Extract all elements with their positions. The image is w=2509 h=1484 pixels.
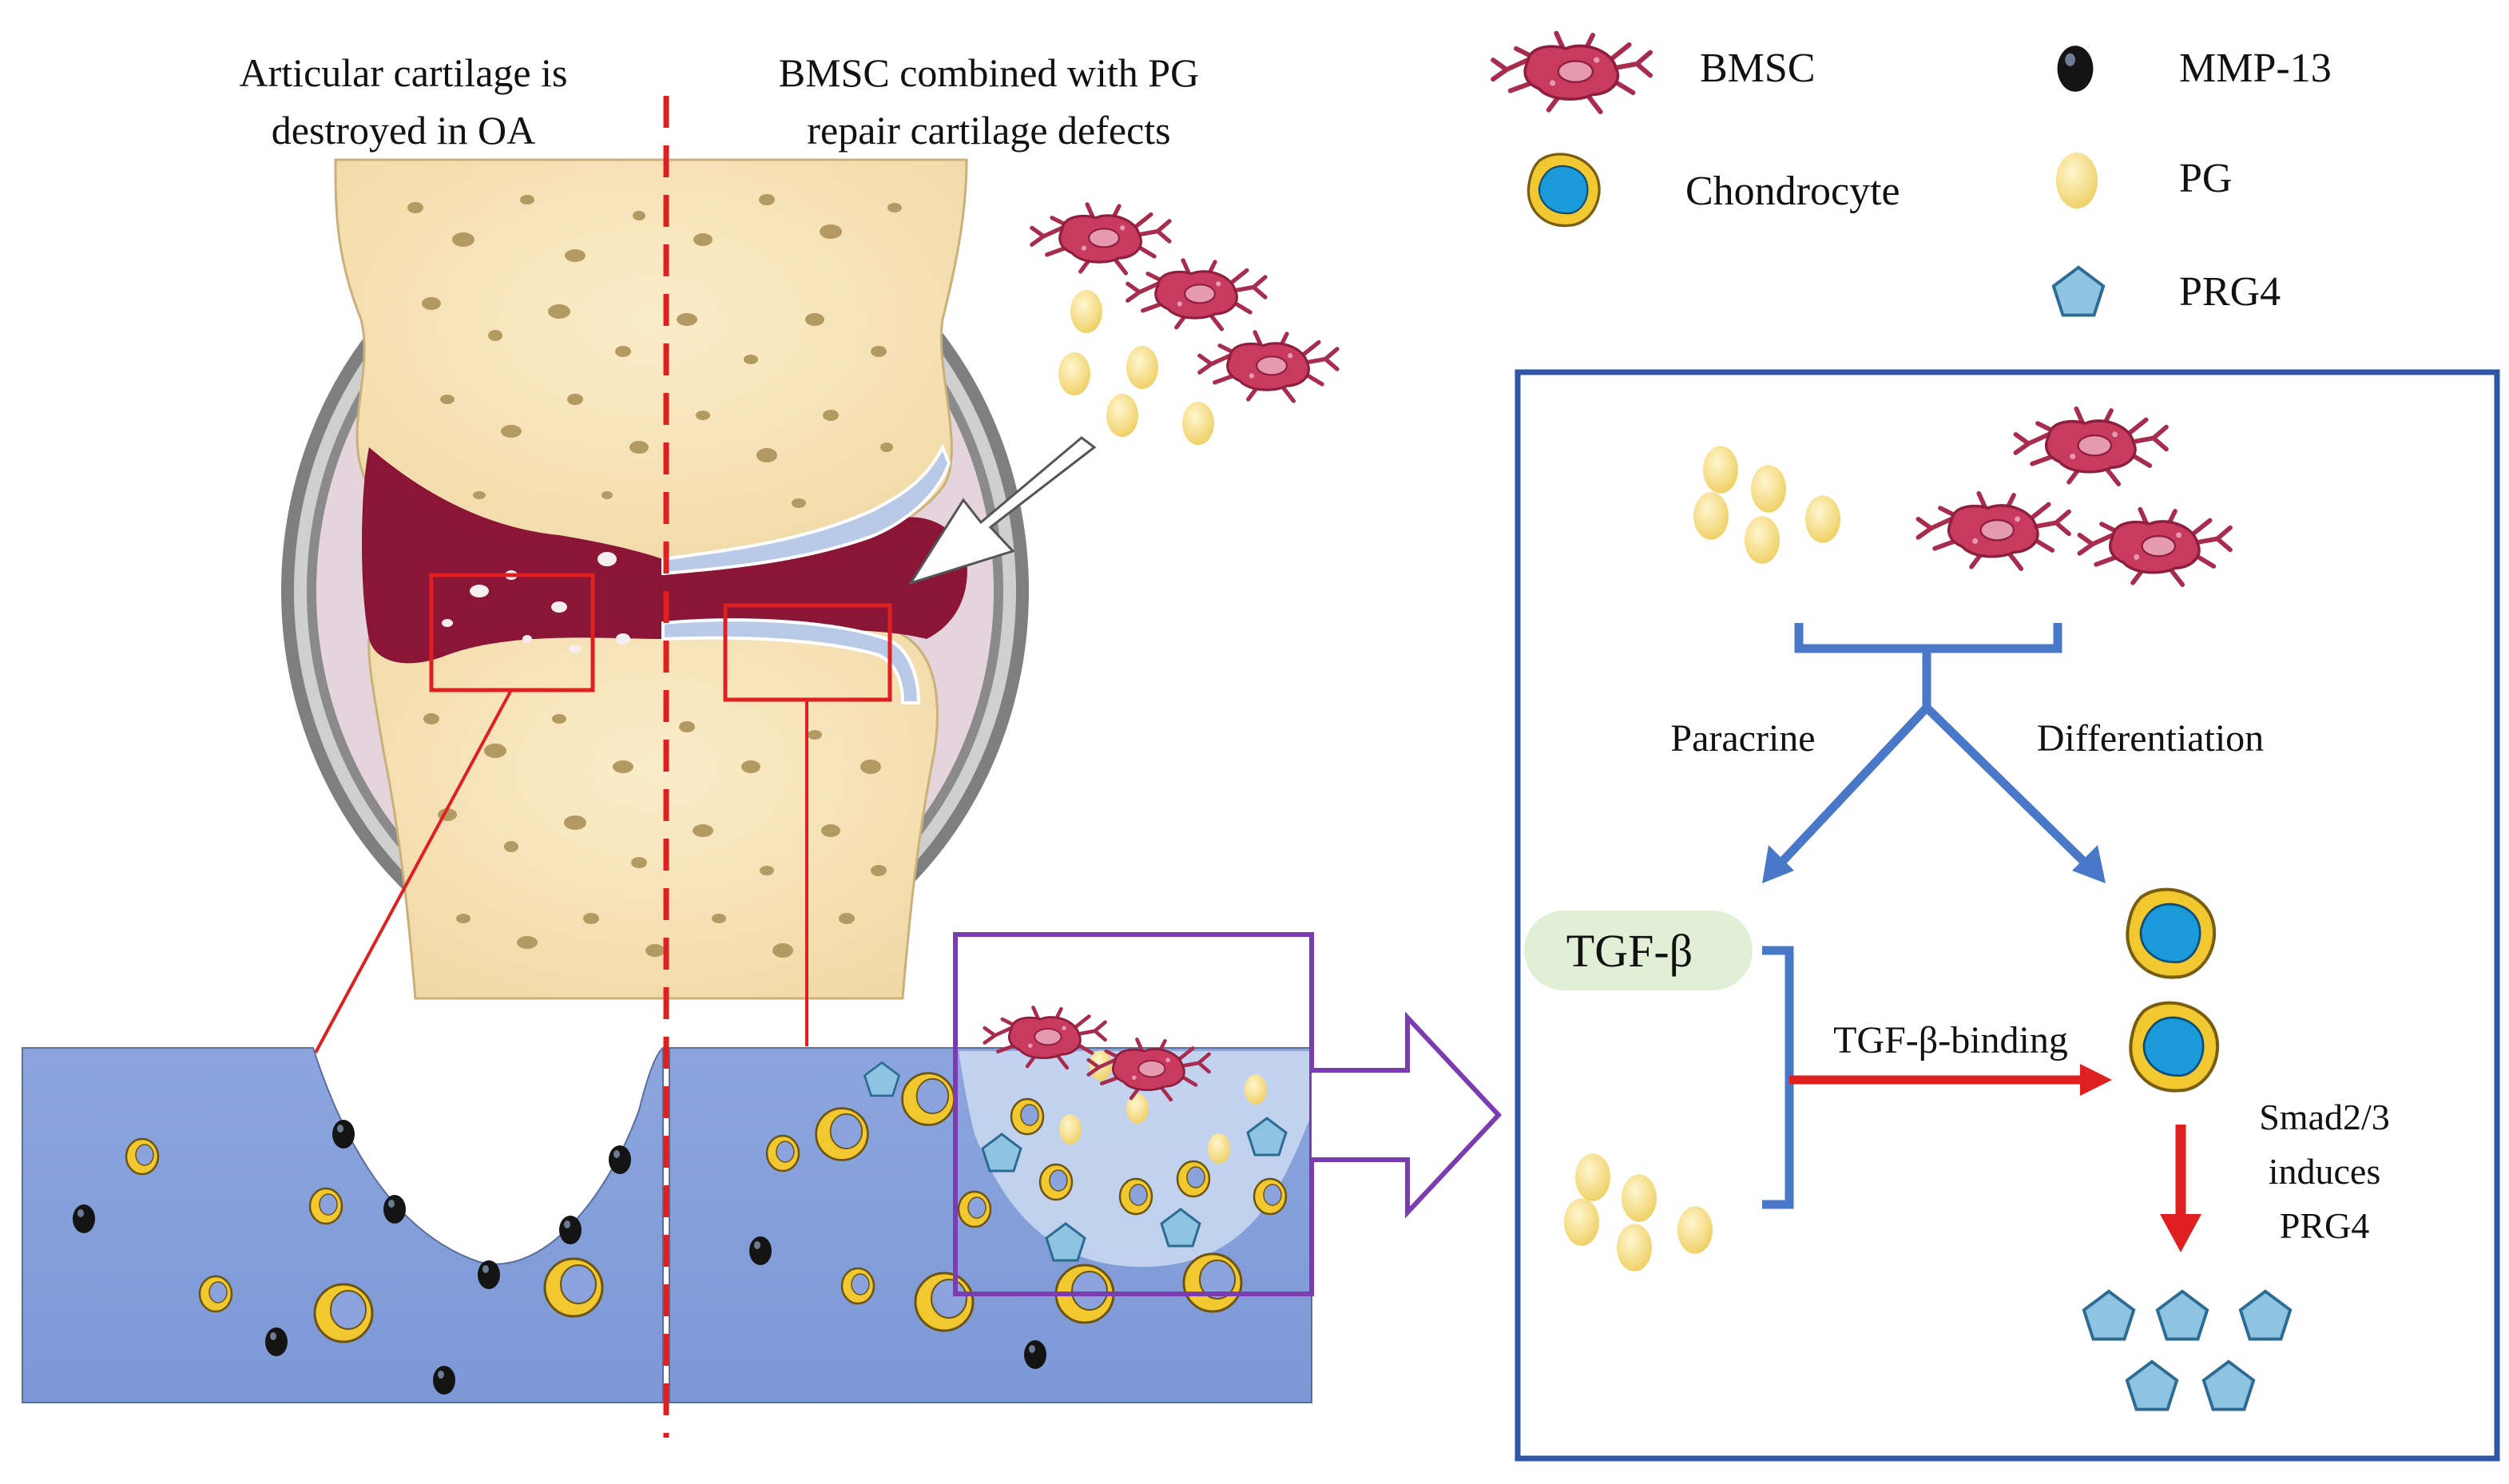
inflamed-joint-space	[362, 447, 967, 664]
legend-label-bmsc: BMSC	[1700, 46, 1816, 91]
legend-bmsc-icon	[1493, 34, 1650, 112]
chondrocyte-lower	[2130, 1003, 2217, 1091]
damaged-region-box	[429, 573, 595, 692]
injection-arrow	[907, 436, 1097, 585]
paracrine-label: Paracrine	[1670, 717, 1815, 760]
legend-label-chondrocyte: Chondrocyte	[1685, 169, 1900, 214]
smad-line1: Smad2/3	[2259, 1097, 2390, 1137]
legend-label-mmp13: MMP-13	[2179, 46, 2332, 91]
smad-line2: induces	[2269, 1151, 2381, 1192]
differentiation-arrow-shaft	[1923, 704, 2088, 866]
zoom-arrow	[1312, 1011, 1503, 1219]
filled-defect	[959, 1051, 1310, 1268]
title-repair-line1: BMSC combined with PG	[779, 50, 1199, 95]
title-oa-line2: destroyed in OA	[272, 108, 536, 153]
paracrine-arrowhead	[1762, 845, 1794, 883]
chondrocyte-upper	[2127, 890, 2214, 978]
left-panel-titles: Articular cartilage is destroyed in OA B…	[240, 50, 1200, 153]
injected-bmsc-pg	[1032, 204, 1337, 445]
legend-label-pg: PG	[2179, 156, 2232, 201]
tgf-binding-label: TGF-β-binding	[1833, 1019, 2068, 1061]
zoom-line-oa	[314, 689, 513, 1053]
legend-mmp13-icon	[2057, 46, 2094, 92]
smad-arrowhead	[2160, 1214, 2201, 1252]
smad-text: Smad2/3 induces PRG4	[2259, 1097, 2390, 1246]
legend-prg4-icon	[2051, 265, 2106, 317]
differentiation-label: Differentiation	[2037, 717, 2264, 760]
paracrine-arrow-shaft	[1777, 704, 1931, 866]
title-repair-line2: repair cartilage defects	[807, 108, 1170, 153]
smad-line3: PRG4	[2280, 1205, 2369, 1246]
tgf-beta-label: TGF-β	[1566, 925, 1693, 977]
title-oa-line1: Articular cartilage is	[240, 50, 568, 95]
repaired-cartilage-upper	[661, 443, 951, 576]
legend-label-prg4: PRG4	[2179, 269, 2281, 315]
bone-trabeculae	[407, 194, 902, 958]
legend-pg-icon	[2056, 152, 2098, 209]
tgf-beta-bubble	[1524, 911, 1753, 990]
mechanism-panel: Paracrine Differentiation TGF-β TGF-β-bi…	[1515, 369, 2500, 1462]
legend: BMSC Chondrocyte MMP-13 PG PRG4	[1493, 34, 2332, 317]
tgf-binding-arrowhead	[2080, 1064, 2112, 1096]
cartilage-debris	[442, 552, 630, 653]
repaired-cartilage-lower	[661, 618, 921, 704]
legend-chondrocyte-icon	[1526, 153, 1601, 228]
tibia-bone	[367, 613, 939, 1000]
joint-illustration	[281, 158, 1097, 1000]
differentiation-arrowhead	[2072, 845, 2106, 883]
